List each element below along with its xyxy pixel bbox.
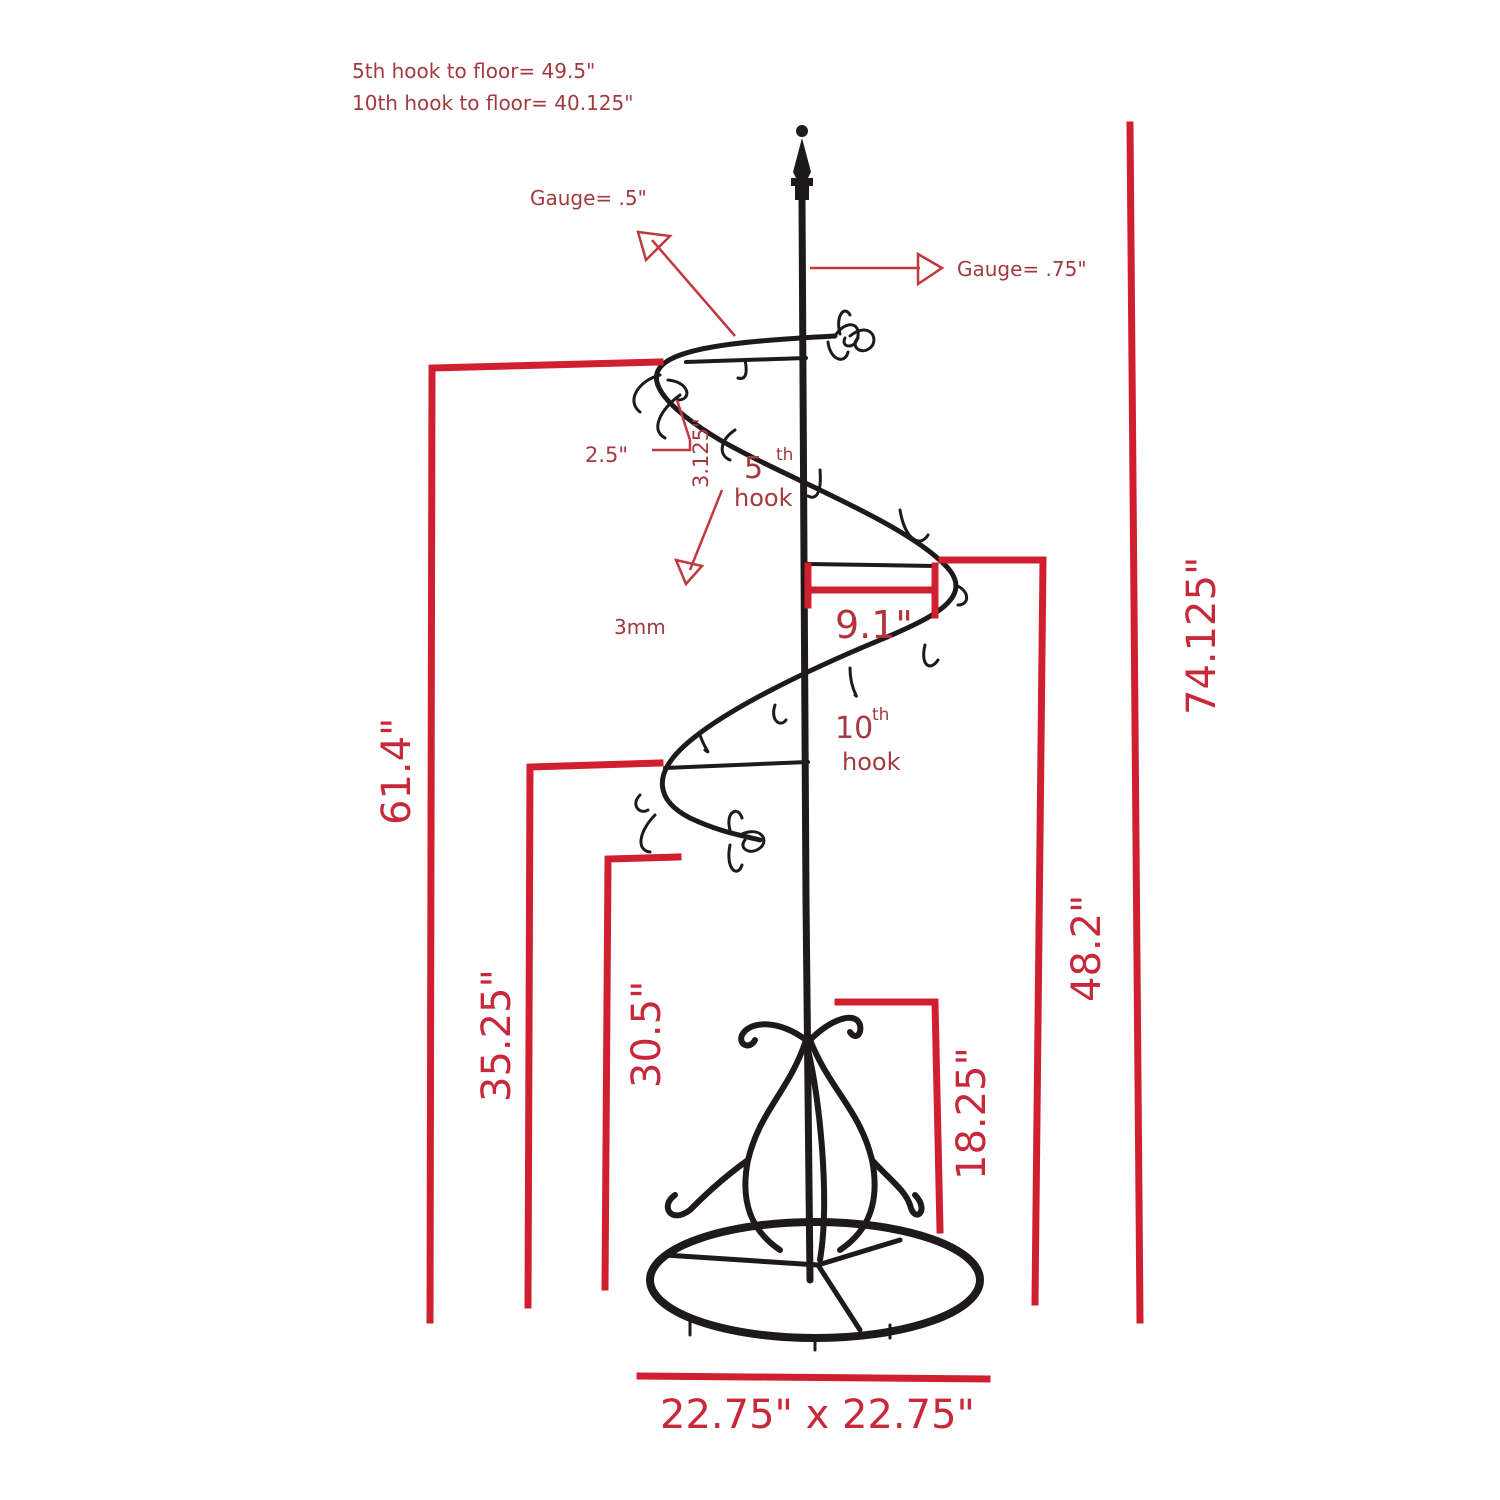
hook-size-bracket: [652, 440, 692, 452]
label-tenth-hook-word: hook: [842, 748, 901, 776]
dim-line-18-25: [834, 998, 944, 1234]
top-scroll-ornament: [826, 309, 876, 361]
dim-line-48-2: [938, 556, 1047, 1306]
label-tenth-hook-num: 10: [835, 711, 873, 746]
arrow-head-gauge-spiral: [636, 230, 673, 263]
spoke-bottom: [663, 760, 810, 770]
arrow-head-gauge-pole: [916, 251, 945, 287]
dim-line-base: [636, 1372, 991, 1383]
label-gauge-spiral: Gauge= .5": [530, 186, 647, 210]
arrow-head-wire: [673, 558, 705, 587]
note-fifth-hook: 5th hook to floor= 49.5": [352, 59, 595, 83]
label-fifth-hook-word: hook: [734, 484, 793, 512]
arrow-gauge-spiral: [651, 239, 736, 337]
label-hook-width: 2.5": [585, 443, 628, 467]
label-tenth-hook-sup: th: [872, 705, 889, 725]
spiral-hooks: [632, 358, 969, 854]
dim-line-9-1: [804, 562, 939, 619]
label-total-height: 74.125": [1179, 557, 1225, 715]
label-fifth-hook-num: 5: [744, 451, 763, 486]
label-gauge-pole: Gauge= .75": [957, 257, 1087, 281]
dim-line-74-125: [1126, 121, 1144, 1324]
label-base-scroll-height: 18.25": [949, 1047, 995, 1180]
label-base-footprint: 22.75" x 22.75": [660, 1392, 975, 1438]
dim-line-35-25: [524, 759, 664, 1309]
label-hook-height: 3.125": [689, 418, 713, 488]
label-lower-spiral-height: 35.25": [474, 969, 520, 1102]
bottom-scroll-ornament: [727, 809, 766, 873]
dimension-lines: [426, 121, 1144, 1383]
finial: [791, 125, 813, 200]
labels: 5th hook to floor= 49.5" 10th hook to fl…: [352, 59, 1225, 1438]
center-pole: [798, 196, 814, 1284]
label-top-spiral-height: 61.4": [374, 718, 420, 825]
base-ring: [646, 1218, 984, 1352]
arrow-wire: [688, 489, 724, 571]
label-mid-spiral-height: 48.2": [1064, 895, 1110, 1002]
hook-size-leader: [675, 399, 692, 441]
label-bottom-scroll-height: 30.5": [624, 981, 670, 1088]
label-spiral-radius: 9.1": [835, 603, 913, 647]
label-wire-thickness: 3mm: [614, 615, 666, 639]
note-tenth-hook: 10th hook to floor= 40.125": [352, 91, 633, 115]
dim-line-30-5: [601, 853, 682, 1291]
spoke-middle: [806, 562, 937, 568]
callout-arrows: [636, 230, 945, 587]
dim-line-61-4: [426, 358, 664, 1324]
stand-illustration: [632, 125, 984, 1352]
label-fifth-hook-sup: th: [776, 445, 793, 465]
